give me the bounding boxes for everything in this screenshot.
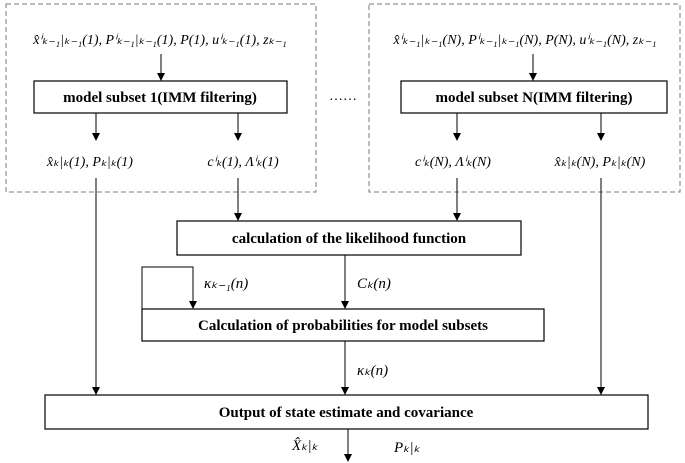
P-output-label: Pₖ|ₖ [393, 440, 421, 456]
ellipsis-text: …… [329, 89, 357, 104]
model-subset-N-box [400, 80, 668, 114]
right-state-output-label: x̂ₖ|ₖ(N), Pₖ|ₖ(N) [554, 155, 646, 170]
right-c-output-label: cⁱₖ(N), Λⁱₖ(N) [415, 155, 491, 170]
subset-1-group [5, 3, 317, 193]
right-input-label: x̂ⁱₖ₋₁|ₖ₋₁(N), Pⁱₖ₋₁|ₖ₋₁(N), P(N), uⁱₖ₋₁… [393, 33, 657, 48]
output-label: Output of state estimate and covariance [219, 405, 474, 421]
left-input-label: x̂ⁱₖ₋₁|ₖ₋₁(1), Pⁱₖ₋₁|ₖ₋₁(1), P(1), uⁱₖ₋₁… [32, 33, 287, 48]
kappa-k-label: κₖ(n) [357, 363, 388, 379]
probabilities-box [141, 308, 545, 342]
left-c-output-label: cⁱₖ(1), Λⁱₖ(1) [207, 155, 279, 170]
likelihood-function-label: calculation of the likelihood function [232, 231, 467, 247]
C-k-label: Cₖ(n) [357, 276, 391, 292]
model-subset-1-label: model subset 1(IMM filtering) [63, 90, 257, 106]
kappa-k-minus-1-label: κₖ₋₁(n) [204, 276, 248, 292]
model-subset-1-box [33, 80, 288, 114]
probabilities-label: Calculation of probabilities for model s… [198, 318, 488, 334]
output-box [44, 394, 649, 430]
likelihood-function-box [176, 220, 522, 256]
X-hat-output-label: X̂ₖ|ₖ [291, 438, 319, 454]
model-subset-N-label: model subset N(IMM filtering) [435, 90, 632, 106]
feedback-loop-arrow [141, 266, 197, 322]
subset-N-group [368, 3, 681, 193]
left-state-output-label: x̂ₖ|ₖ(1), Pₖ|ₖ(1) [46, 155, 133, 170]
